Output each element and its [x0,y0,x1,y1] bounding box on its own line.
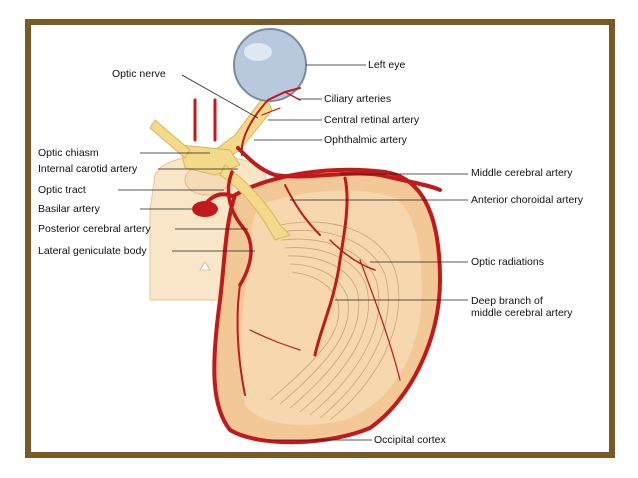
label-central-retinal-artery: Central retinal artery [324,114,420,126]
label-middle-cerebral-artery: Middle cerebral artery [471,167,573,179]
label-anterior-choroidal-artery: Anterior choroidal artery [471,194,584,206]
label-optic-nerve: Optic nerve [112,68,166,80]
label-optic-radiations: Optic radiations [471,256,544,268]
label-internal-carotid-artery: Internal carotid artery [38,163,138,175]
label-left-eye: Left eye [368,59,406,71]
eye-highlight [244,43,272,61]
label-occipital-cortex: Occipital cortex [374,434,446,446]
label-ophthalmic-artery: Ophthalmic artery [324,134,407,146]
label-deep-branch-mca: Deep branch of middle cerebral artery [471,295,573,320]
label-lateral-geniculate-body: Lateral geniculate body [38,245,147,257]
label-optic-chiasm: Optic chiasm [38,147,99,159]
label-posterior-cerebral-artery: Posterior cerebral artery [38,223,151,235]
contralateral-nerve [149,119,191,159]
label-ciliary-arteries: Ciliary arteries [324,93,392,105]
basilar-artery-shape [192,201,218,217]
aqueduct [199,261,211,271]
leader-lines [118,64,468,441]
label-basilar-artery: Basilar artery [38,203,100,215]
label-optic-tract: Optic tract [38,184,86,196]
white-matter [240,190,422,425]
optic-tract-shape [219,164,291,241]
